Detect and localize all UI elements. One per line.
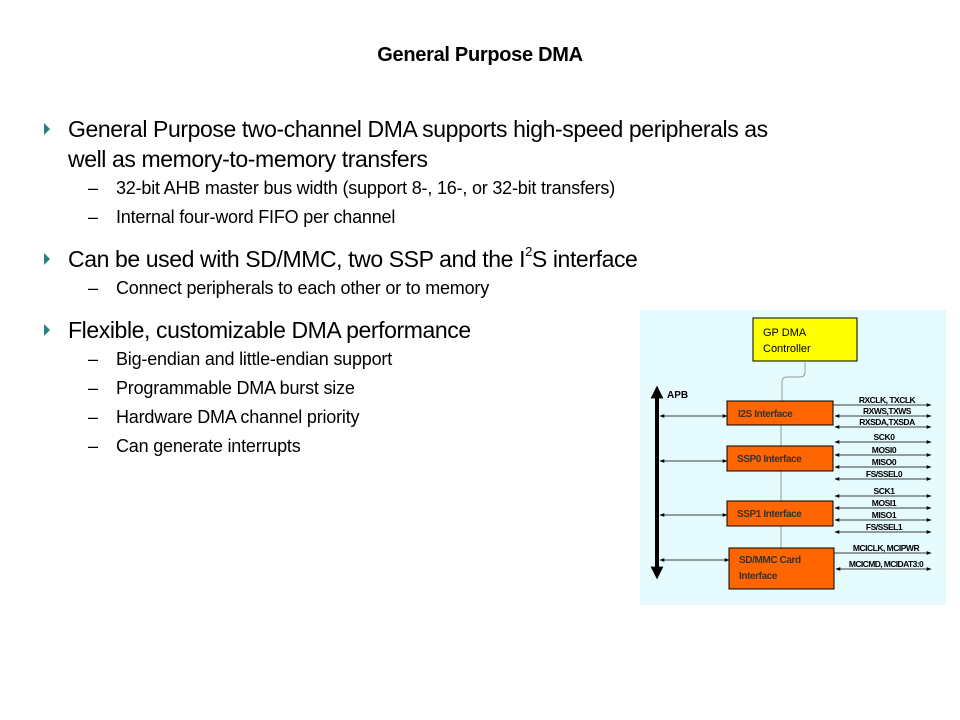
bullet-text-line: well as memory-to-memory transfers xyxy=(68,146,428,172)
bullet-item: Can be used with SD/MMC, two SSP and the… xyxy=(40,244,920,274)
sub-bullet-text: Hardware DMA channel priority xyxy=(116,407,360,427)
bullet-text: S interface xyxy=(531,246,638,272)
sub-bullet-item: –Internal four-word FIFO per channel xyxy=(40,203,920,232)
signal-label: RXSDA,TXSDA xyxy=(859,417,915,427)
sub-bullet-text: Can generate interrupts xyxy=(116,436,301,456)
ssp0-interface-box xyxy=(726,445,834,472)
dash-marker: – xyxy=(88,349,98,369)
signal-label: RXWS,TXWS xyxy=(863,406,912,416)
signal-label: FS/SSEL0 xyxy=(866,469,903,479)
ssp1-interface-box xyxy=(726,500,834,527)
bullet-text: Can be used with SD/MMC, two SSP and the… xyxy=(68,246,526,272)
sub-bullet-text: Connect peripherals to each other or to … xyxy=(116,278,489,298)
superscript: 2 xyxy=(525,244,532,260)
sub-bullet-text: Internal four-word FIFO per channel xyxy=(116,207,396,227)
controller-label-line2: Controller xyxy=(763,343,811,355)
dash-marker: – xyxy=(88,278,98,298)
signal-label: SCK0 xyxy=(873,432,895,442)
sdmmc-interface-box xyxy=(728,547,835,590)
signal-label: MISO1 xyxy=(872,510,897,520)
bullet-item: General Purpose two-channel DMA supports… xyxy=(40,114,920,174)
signal-label: SCK1 xyxy=(873,486,895,496)
sub-bullet-text: 32-bit AHB master bus width (support 8-,… xyxy=(116,178,616,198)
i2s-interface-box xyxy=(726,400,834,426)
sub-bullet-item: –Can generate interrupts xyxy=(40,432,920,461)
sdmmc-interface-label-line2: Interface xyxy=(739,571,778,582)
signal-label: FS/SSEL1 xyxy=(866,522,903,532)
controller-label-line1: GP DMA xyxy=(763,327,807,339)
dash-marker: – xyxy=(88,407,98,427)
bullet-marker-icon xyxy=(44,123,50,135)
sub-bullet-item: –Programmable DMA burst size xyxy=(40,374,920,403)
signal-label: MCICLK, MCIPWR xyxy=(853,543,920,553)
ssp1-interface-label: SSP1 Interface xyxy=(737,509,802,520)
dash-marker: – xyxy=(88,178,98,198)
bullet-text-line: General Purpose two-channel DMA supports… xyxy=(68,116,768,142)
dash-marker: – xyxy=(88,378,98,398)
slide-title: General Purpose DMA xyxy=(377,44,583,66)
bullet-marker-icon xyxy=(44,324,50,336)
dma-connector-line xyxy=(781,361,806,401)
sub-bullet-item: –Connect peripherals to each other or to… xyxy=(40,274,920,303)
signal-label: MISO0 xyxy=(872,457,897,467)
sdmmc-interface-label-line1: SD/MMC Card xyxy=(739,555,801,566)
signal-label: MCICMD, MCIDAT3:0 xyxy=(849,559,924,569)
ssp0-interface-label: SSP0 Interface xyxy=(737,454,802,465)
signal-label: RXCLK, TXCLK xyxy=(859,395,917,405)
sub-bullet-item: –Hardware DMA channel priority xyxy=(40,403,920,432)
sub-bullet-text: Programmable DMA burst size xyxy=(116,378,355,398)
bullet-text: Flexible, customizable DMA performance xyxy=(68,317,471,343)
bullet-item: Flexible, customizable DMA performance xyxy=(40,315,920,345)
bullet-list: General Purpose two-channel DMA supports… xyxy=(40,114,920,461)
sub-bullet-item: –32-bit AHB master bus width (support 8-… xyxy=(40,174,920,203)
dash-marker: – xyxy=(88,207,98,227)
signal-label: MOSI0 xyxy=(872,445,897,455)
sub-bullet-text: Big-endian and little-endian support xyxy=(116,349,392,369)
bullet-marker-icon xyxy=(44,253,50,265)
dash-marker: – xyxy=(88,436,98,456)
gp-dma-controller-box xyxy=(752,317,858,362)
i2s-interface-label: I2S Interface xyxy=(738,409,793,420)
sub-bullet-item: –Big-endian and little-endian support xyxy=(40,345,920,374)
apb-label: APB xyxy=(667,390,688,401)
signal-label: MOSI1 xyxy=(872,498,897,508)
